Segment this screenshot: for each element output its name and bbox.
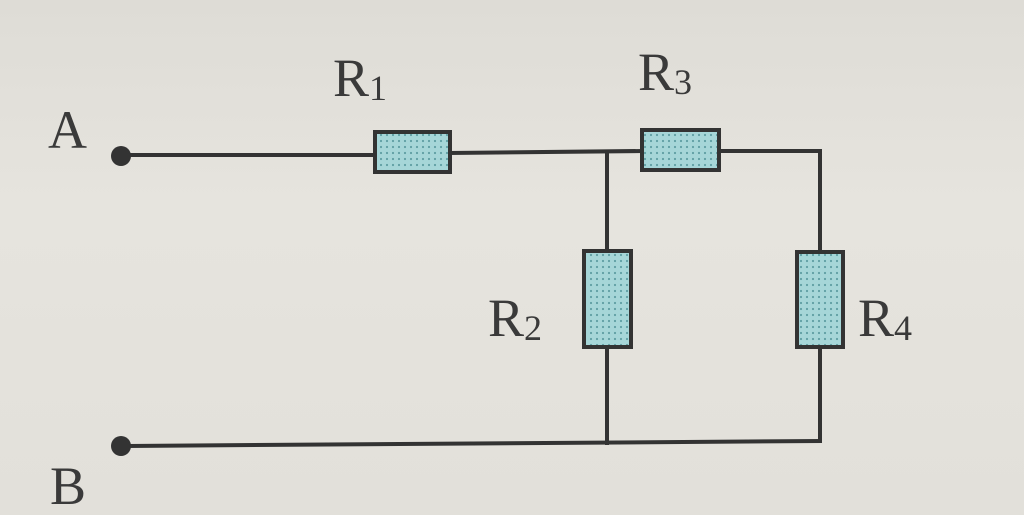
resistor-r4	[795, 250, 845, 349]
wires	[119, 148, 823, 449]
terminal-a-label: A	[48, 100, 87, 160]
resistor-r1-label-sub: 1	[369, 68, 387, 108]
resistor-r1	[373, 130, 452, 174]
terminal-b-dot	[111, 436, 131, 456]
resistor-r1-label-name: R	[333, 48, 369, 108]
resistor-r3-label: R3	[638, 42, 692, 102]
resistor-r2-label: R2	[488, 288, 542, 348]
resistor-r3	[640, 128, 721, 172]
resistor-r4-label-sub: 4	[894, 308, 912, 348]
resistor-r4-label: R4	[858, 288, 912, 348]
resistor-r3-label-sub: 3	[674, 62, 692, 102]
wire-bottom-rail	[119, 438, 823, 449]
resistor-r2-label-sub: 2	[524, 308, 542, 348]
resistor-r2	[582, 249, 633, 349]
wire-r1-to-r3	[447, 148, 645, 156]
resistor-r2-label-name: R	[488, 288, 524, 348]
terminal-a-dot	[111, 146, 131, 166]
resistor-r1-label: R1	[333, 48, 387, 108]
resistor-r4-label-name: R	[858, 288, 894, 348]
resistor-r3-label-name: R	[638, 42, 674, 102]
terminal-b-label: B	[50, 456, 86, 515]
